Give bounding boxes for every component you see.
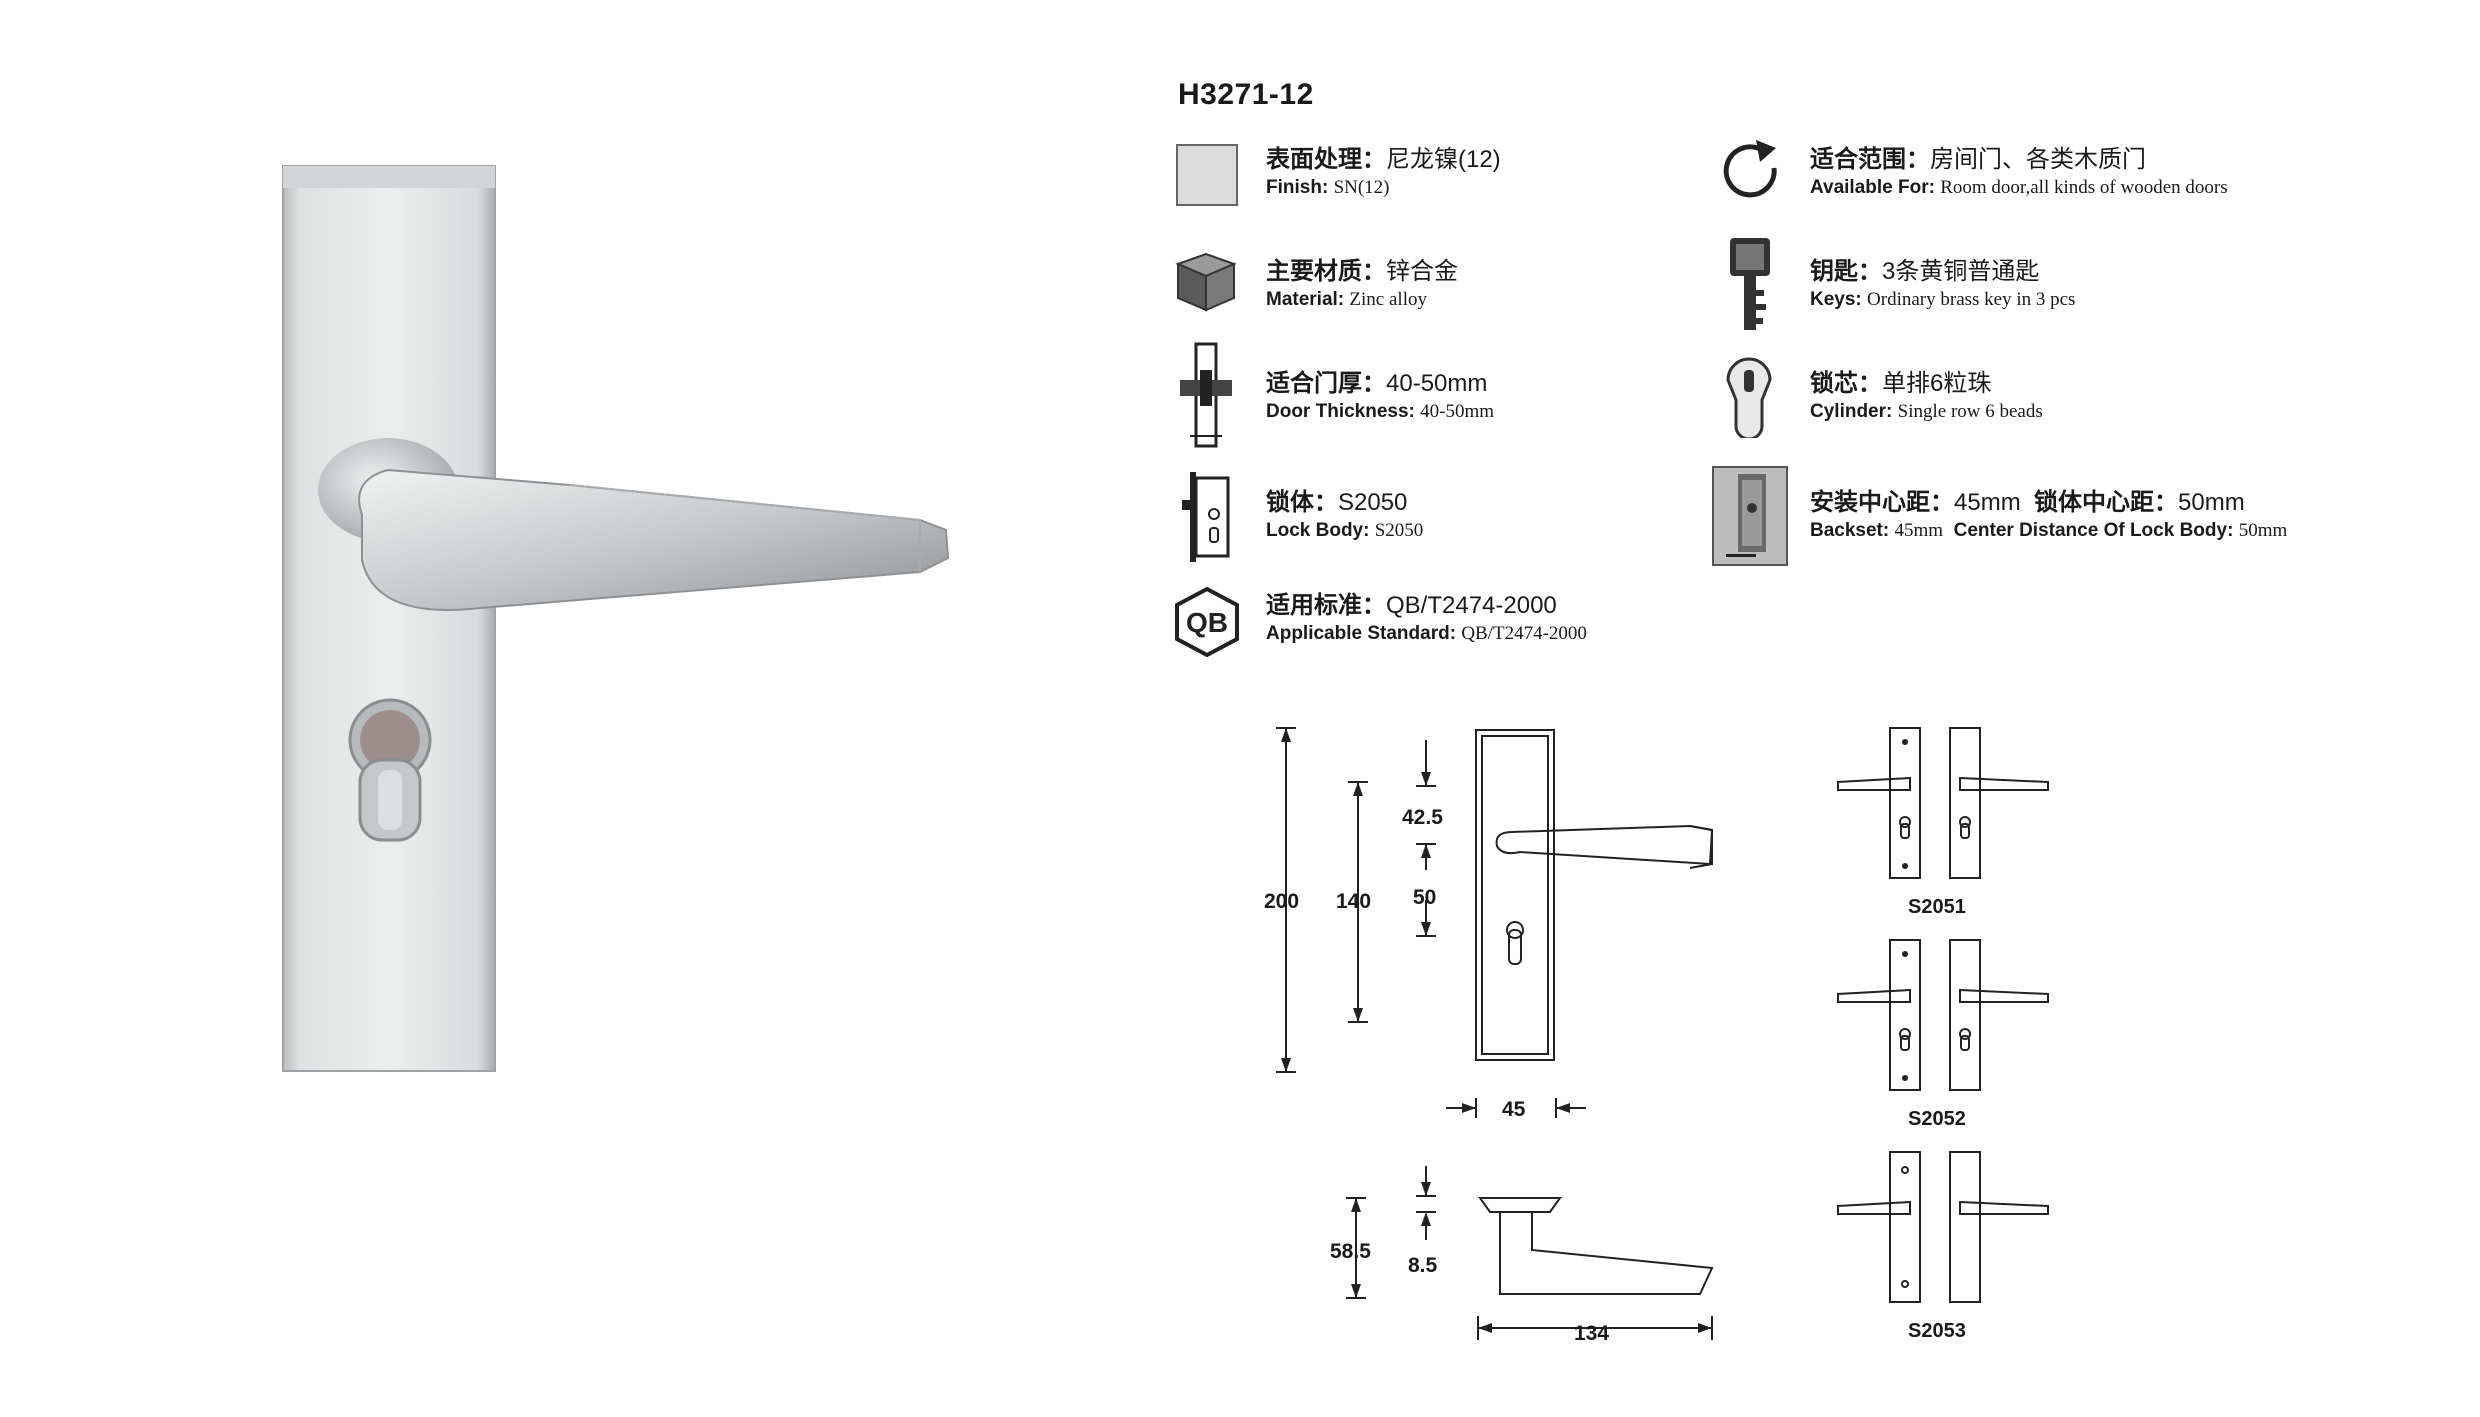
key-icon: [1730, 238, 1770, 330]
lock-body-icon: [1182, 472, 1230, 562]
cube-icon: [1175, 252, 1237, 312]
door-plate: [282, 165, 496, 1072]
spec-finish: 表面处理：尼龙镍(12) Finish: SN(12): [1266, 146, 1501, 198]
variant-drawings: [1837, 727, 2049, 1303]
product-photo: [282, 165, 950, 1072]
dim-height-inner: 140: [1336, 890, 1372, 913]
dim-rose-thickness: 8.5: [1408, 1254, 1438, 1277]
spec-available-for: 适合范围：房间门、各类木质门 Available For: Room door,…: [1810, 146, 2228, 198]
spec-material: 主要材质：锌合金 Material: Zinc alloy: [1266, 258, 1458, 310]
variant-label: S2051: [1908, 896, 1966, 918]
spec-backset: 安装中心距：45mm 锁体中心距：50mm Backset: 45mm Cent…: [1810, 489, 2288, 541]
door-thickness-icon: [1180, 342, 1232, 448]
dimension-drawing: [1276, 727, 1714, 1340]
spec-door-thickness: 适合门厚：40-50mm Door Thickness: 40-50mm: [1266, 370, 1495, 422]
backset-photo-icon: [1712, 466, 1788, 566]
spec-standard: 适用标准：QB/T2474-2000 Applicable Standard: …: [1266, 592, 1587, 644]
lever-handle: [358, 468, 950, 611]
dim-height-total: 200: [1264, 890, 1300, 913]
spec-keys: 钥匙：3条黄铜普通匙 Keys: Ordinary brass key in 3…: [1810, 258, 2076, 310]
dim-lever-height: 58.5: [1330, 1240, 1371, 1263]
dim-top-offset: 42.5: [1402, 806, 1443, 829]
finish-swatch-icon: [1176, 144, 1238, 206]
dim-backset: 45: [1502, 1098, 1526, 1121]
svg-text:QB: QB: [1186, 607, 1228, 638]
spec-cylinder: 锁芯：单排6粒珠 Cylinder: Single row 6 beads: [1810, 370, 2043, 422]
qb-standard-icon: QB: [1175, 586, 1239, 658]
cylinder-icon: [1726, 357, 1772, 438]
variant-label: S2053: [1908, 1320, 1966, 1342]
model-title: H3271-12: [1178, 78, 1314, 111]
rotate-arrow-icon: [1723, 140, 1777, 198]
dim-center-distance: 50: [1413, 886, 1437, 909]
spec-lock-body: 锁体：S2050 Lock Body: S2050: [1266, 489, 1424, 541]
dim-lever-length: 134: [1574, 1322, 1610, 1345]
variant-label: S2052: [1908, 1108, 1966, 1130]
